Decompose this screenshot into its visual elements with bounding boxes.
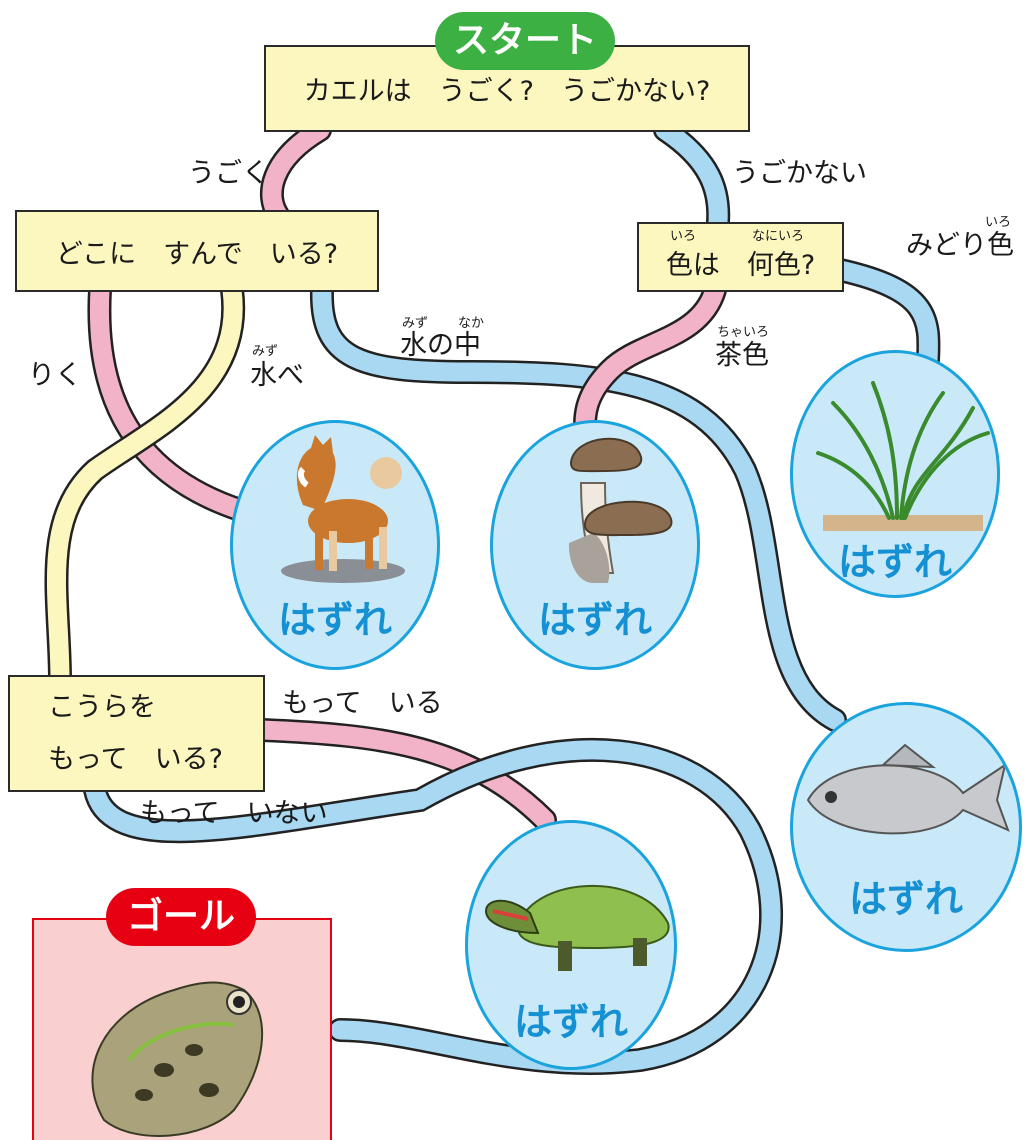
result-grass-circle: はずれ [790, 350, 1000, 598]
label-green: みどり色 [906, 230, 1014, 261]
shell-question-box: こうらを もって いる? [8, 675, 265, 792]
shell-question-line2: もって いる? [48, 743, 223, 775]
label-no-shell: もって いない [140, 798, 328, 829]
color-question-ruby-1: いろ [670, 229, 697, 244]
shell-question-line1: こうらを [48, 691, 156, 723]
result-dog-label: はずれ [277, 598, 392, 642]
label-green-ruby: いろ [985, 215, 1012, 230]
habitat-question-box: どこに すんで いる? [15, 210, 379, 292]
label-moves: うごく [188, 158, 269, 189]
result-mushroom-circle: はずれ [490, 420, 700, 670]
label-waterside-ruby: みず [252, 344, 279, 359]
result-turtle-circle: はずれ [465, 820, 677, 1070]
start-badge: スタート [435, 12, 615, 70]
label-land: りく [28, 360, 82, 391]
start-question-box: カエルは うごく? うごかない? [264, 45, 750, 132]
label-not-moves: うごかない [732, 158, 867, 189]
habitat-question: どこに すんで いる? [55, 238, 339, 270]
result-mushroom-label: はずれ [537, 598, 652, 642]
fish-illustration [806, 743, 1010, 835]
color-question-box: 色は 何色? [637, 222, 844, 292]
color-question-ruby-2: なにいろ [752, 229, 805, 244]
result-fish-circle: はずれ [790, 702, 1022, 952]
result-dog-circle: はずれ [230, 420, 440, 670]
goal-box [32, 918, 332, 1140]
dog-illustration [281, 435, 405, 583]
goal-badge: ゴール [106, 888, 256, 946]
label-waterside: 水べ [250, 360, 304, 391]
frog-illustration [91, 981, 264, 1137]
result-fish-label: はずれ [848, 877, 963, 921]
color-question: 色は 何色? [665, 249, 816, 281]
label-brown-ruby: ちゃいろ [717, 325, 770, 340]
turtle-illustration [484, 884, 670, 971]
label-has-shell: もって いる [282, 688, 443, 719]
label-in-water-ruby-1: みず [402, 316, 429, 331]
start-question: カエルは うごく? うごかない? [303, 76, 711, 107]
label-in-water: 水の中 [400, 330, 481, 361]
grass-illustration [816, 381, 990, 531]
label-brown: 茶色 [715, 340, 769, 371]
mushroom-illustration [568, 437, 673, 583]
result-turtle-label: はずれ [513, 1000, 628, 1044]
label-in-water-ruby-2: なか [458, 316, 485, 331]
result-grass-label: はずれ [837, 540, 952, 584]
